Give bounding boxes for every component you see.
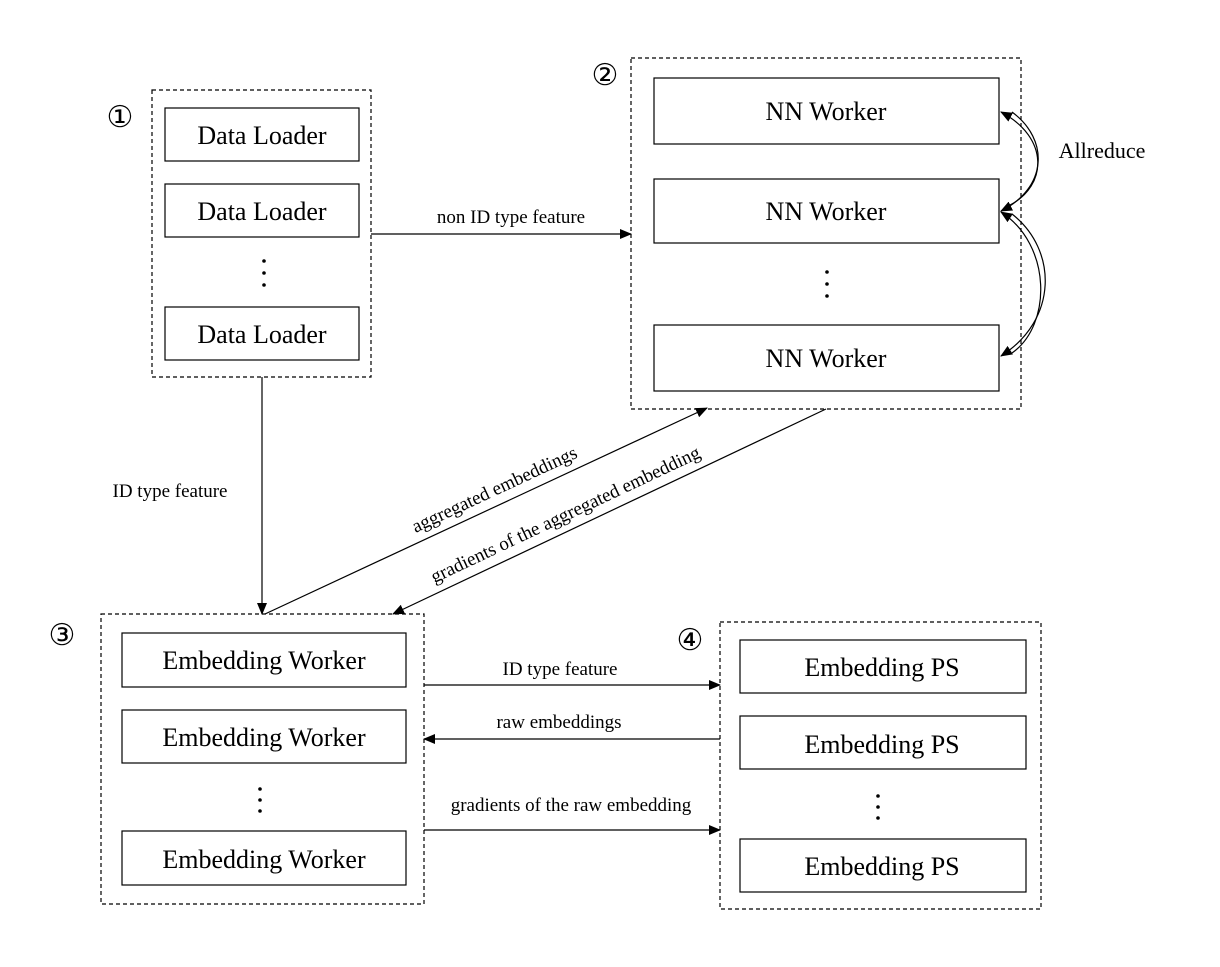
- nn-worker-node: NN Worker: [653, 178, 1000, 244]
- embedding-ps-group: ④ Embedding PS Embedding PS Embedding PS: [677, 621, 1042, 910]
- edge-allreduce-arrow-bottom: [1000, 213, 1046, 357]
- data-loader-node: Data Loader: [164, 306, 360, 361]
- edge-aggregated-embeddings-arrow: [264, 407, 708, 615]
- embedding-worker-label: Embedding Worker: [162, 723, 366, 752]
- data-loader-ellipsis: [262, 259, 266, 287]
- embedding-ps-label: Embedding PS: [804, 653, 959, 682]
- embedding-ps-node: Embedding PS: [739, 838, 1027, 893]
- data-loader-group-border: [151, 89, 372, 378]
- data-loader-label: Data Loader: [197, 121, 327, 150]
- embedding-ps-ellipsis: [876, 794, 880, 820]
- embedding-worker-label: Embedding Worker: [162, 845, 366, 874]
- edge-gradients-aggregated-arrow: [392, 408, 827, 615]
- edge-id-feature-down: ID type feature: [113, 377, 267, 615]
- edge-aggregated-embeddings: aggregated embeddings: [264, 407, 708, 615]
- edge-allreduce-arrow-back: [1000, 211, 1042, 354]
- edge-non-id-feature: non ID type feature: [371, 207, 632, 239]
- edge-id-feature-down-label: ID type feature: [113, 481, 228, 502]
- data-loader-label: Data Loader: [197, 197, 327, 226]
- embedding-ps-label: Embedding PS: [804, 852, 959, 881]
- embedding-worker-node: Embedding Worker: [121, 632, 407, 688]
- edge-allreduce-label: Allreduce: [1059, 138, 1146, 163]
- edge-id-feature-right-label: ID type feature: [503, 659, 618, 680]
- edge-gradients-raw-label: gradients of the raw embedding: [451, 795, 692, 816]
- group-4-marker: ④: [677, 623, 704, 658]
- edge-allreduce-arrow-top: [1000, 111, 1039, 206]
- data-loader-group: ① Data Loader Data Loader Data Loader: [107, 89, 372, 378]
- embedding-ps-node: Embedding PS: [739, 715, 1027, 770]
- group-1-marker: ①: [107, 100, 134, 135]
- data-loader-node: Data Loader: [164, 183, 360, 238]
- embedding-worker-node: Embedding Worker: [121, 830, 407, 886]
- data-loader-node: Data Loader: [164, 107, 360, 162]
- nn-worker-group: ② NN Worker NN Worker NN Worker: [592, 57, 1022, 410]
- group-3-marker: ③: [49, 618, 76, 653]
- nn-worker-ellipsis: [825, 270, 829, 298]
- embedding-ps-node: Embedding PS: [739, 639, 1027, 694]
- nn-worker-label: NN Worker: [766, 197, 887, 226]
- data-loader-label: Data Loader: [197, 320, 327, 349]
- nn-worker-node: NN Worker: [653, 324, 1000, 392]
- nn-worker-node: NN Worker: [653, 77, 1000, 145]
- edge-raw-embeddings-label: raw embeddings: [496, 712, 621, 733]
- embedding-ps-group-border: [719, 621, 1042, 910]
- edge-gradients-raw: gradients of the raw embedding: [424, 795, 721, 835]
- embedding-worker-group: ③ Embedding Worker Embedding Worker Embe…: [49, 613, 425, 905]
- embedding-ps-label: Embedding PS: [804, 730, 959, 759]
- embedding-worker-label: Embedding Worker: [162, 646, 366, 675]
- embedding-worker-node: Embedding Worker: [121, 709, 407, 764]
- group-2-marker: ②: [592, 58, 619, 93]
- edge-non-id-feature-label: non ID type feature: [437, 207, 585, 228]
- edge-raw-embeddings: raw embeddings: [423, 712, 720, 744]
- nn-worker-label: NN Worker: [766, 344, 887, 373]
- edge-allreduce-arrow-mid: [1000, 111, 1039, 212]
- embedding-worker-ellipsis: [258, 787, 262, 813]
- edge-id-feature-right: ID type feature: [424, 659, 721, 690]
- nn-worker-label: NN Worker: [766, 97, 887, 126]
- edge-allreduce: Allreduce: [1000, 111, 1146, 357]
